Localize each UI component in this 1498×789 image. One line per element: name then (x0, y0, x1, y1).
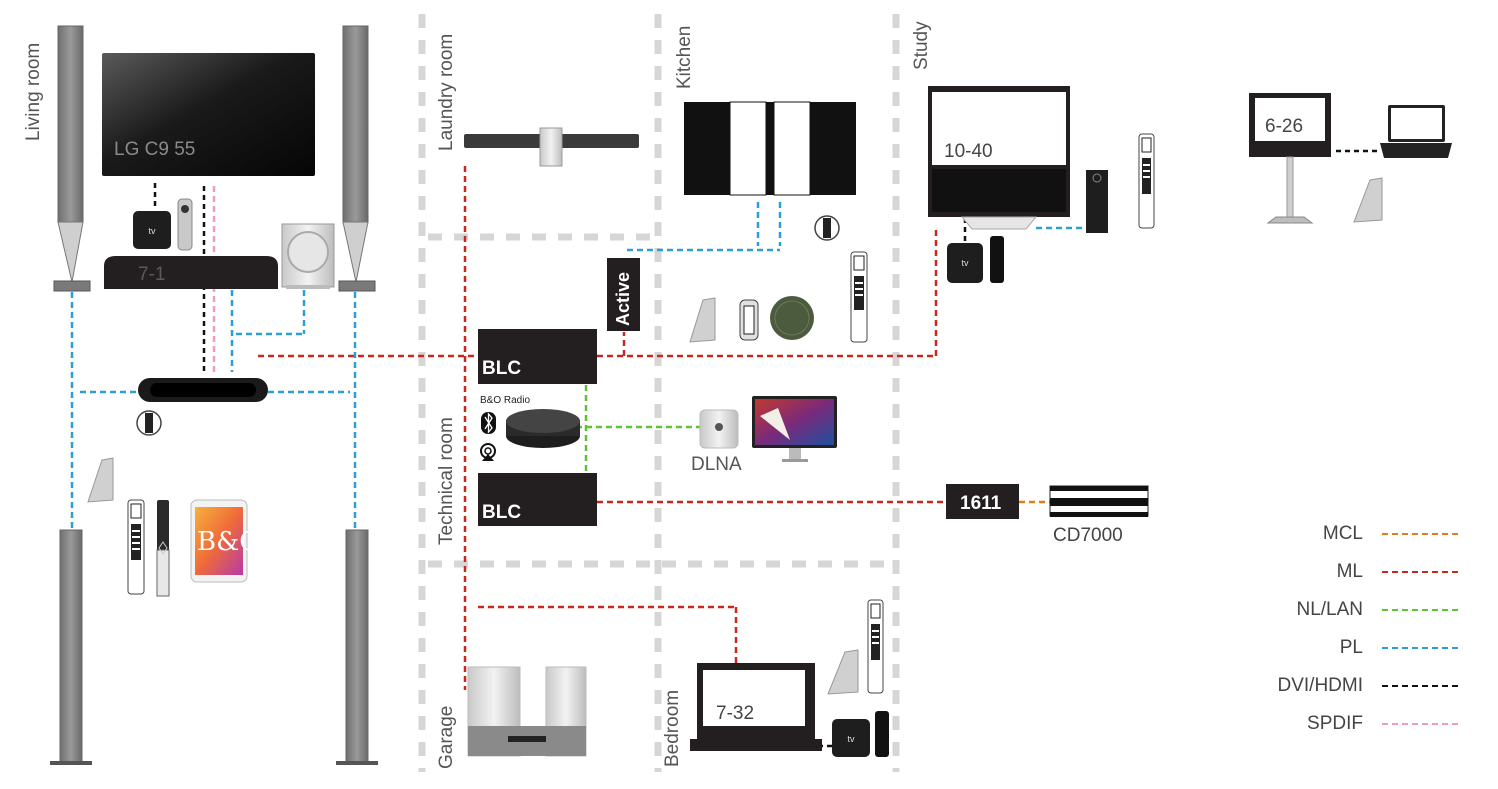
bo-logo: B&O (197, 527, 261, 557)
pl-connections (70, 202, 1086, 528)
bedroom-apple-tv: tv (832, 711, 889, 757)
room-label-study: Study (911, 21, 932, 70)
beoremote-halo-icon (739, 299, 759, 341)
hdmi-connections (153, 149, 1380, 748)
active-label: Active (613, 271, 633, 326)
bedroom-beo4-remote-icon (867, 599, 884, 694)
legend-label: ML (1336, 561, 1363, 582)
beovision-6-26-label: 6-26 (1265, 116, 1304, 137)
legend-line (1382, 723, 1458, 725)
room-label-kitchen: Kitchen (674, 25, 695, 89)
bo-radio-label: B&O Radio (480, 395, 531, 406)
bluetooth-icon (481, 412, 496, 434)
ml-connections (258, 166, 946, 690)
legend-label: MCL (1322, 523, 1363, 544)
dlna-label: DLNA (691, 454, 742, 475)
legend-line (1382, 609, 1458, 611)
beolink-converter (138, 378, 268, 402)
legend-label: PL (1339, 637, 1363, 658)
beovision-7-32-label: 7-32 (716, 703, 755, 724)
blc-top-box[interactable] (478, 329, 597, 384)
beolink-eye-icon (136, 410, 162, 436)
laptop-icon (1380, 105, 1452, 158)
svg-text:tv: tv (148, 226, 156, 236)
study-wall-speaker-icon (1353, 177, 1383, 223)
legend-line (1382, 571, 1458, 573)
floor-speaker-bottom-left (50, 529, 92, 765)
beovision-10-40-tv[interactable] (928, 86, 1070, 230)
legend-line (1382, 533, 1458, 535)
bo-radio-device (506, 409, 580, 448)
legend-label: SPDIF (1307, 713, 1363, 734)
room-label-laundry: Laundry room (436, 33, 457, 151)
beovision-10-40-label: 10-40 (944, 141, 993, 162)
beosound-2-garage (467, 666, 587, 757)
kitchen-beo4-remote-icon (850, 251, 868, 343)
blc-top-label: BLC (482, 358, 522, 379)
beocenter-cd7000[interactable] (1049, 485, 1149, 517)
lan-connections (576, 385, 700, 472)
beosound-7-1-label: 7-1 (138, 264, 166, 285)
wall-speaker-icon (87, 457, 114, 503)
imac-monitor-icon (752, 396, 837, 462)
room-label-technical: Technical room (436, 417, 457, 545)
svg-text:tv: tv (847, 734, 855, 744)
legend-line (1382, 647, 1458, 649)
blc-bottom-box[interactable] (478, 473, 597, 526)
room-label-bedroom: Bedroom (662, 689, 683, 767)
room-label-living: Living room (23, 42, 44, 141)
study-beo4-remote-icon (1138, 133, 1155, 229)
legend-label: DVI/HDMI (1277, 675, 1364, 696)
study-apple-tv: tv (947, 236, 1004, 283)
apple-tv-box: tv (133, 211, 171, 249)
floor-speaker-top-left (53, 25, 91, 292)
beomaster-1611-box[interactable] (946, 484, 1019, 519)
ipad-icon (190, 499, 248, 583)
floor-speaker-top-right (338, 25, 376, 292)
beocenter-cd7000-label: CD7000 (1053, 525, 1123, 546)
legend-label: NL/LAN (1296, 599, 1363, 620)
beoremote-one-icon (156, 500, 170, 597)
beosound-7-1-soundbar[interactable] (104, 256, 278, 289)
legend-line (1382, 685, 1458, 687)
kitchen-eye-icon (814, 215, 840, 241)
airplay-icon (480, 443, 496, 461)
beosound-shape-soundbar (464, 127, 639, 167)
active-box[interactable] (607, 258, 640, 331)
floor-speaker-bottom-right (336, 529, 378, 765)
bedroom-wall-speaker-icon (827, 649, 859, 695)
blc-bottom-label: BLC (482, 502, 522, 523)
room-label-garage: Garage (436, 705, 457, 769)
svg-text:tv: tv (961, 258, 969, 268)
kitchen-wall-speaker-icon (689, 297, 716, 343)
beomaster-1611-label: 1611 (960, 493, 1002, 514)
apple-tv-remote-icon (177, 198, 193, 251)
subwoofer (281, 223, 335, 289)
beoplay-a1-speaker-icon (770, 296, 814, 340)
beolab-wall-speakers (684, 101, 856, 196)
beovision-7-32-tv[interactable] (690, 663, 822, 751)
beo4-remote-icon (127, 499, 145, 595)
beovision-6-26-tv[interactable] (1249, 93, 1331, 224)
mac-mini-icon (699, 409, 739, 449)
lg-tv-label: LG C9 55 (114, 139, 196, 160)
study-speaker (1086, 170, 1108, 233)
lg-tv-screen[interactable] (102, 53, 315, 176)
